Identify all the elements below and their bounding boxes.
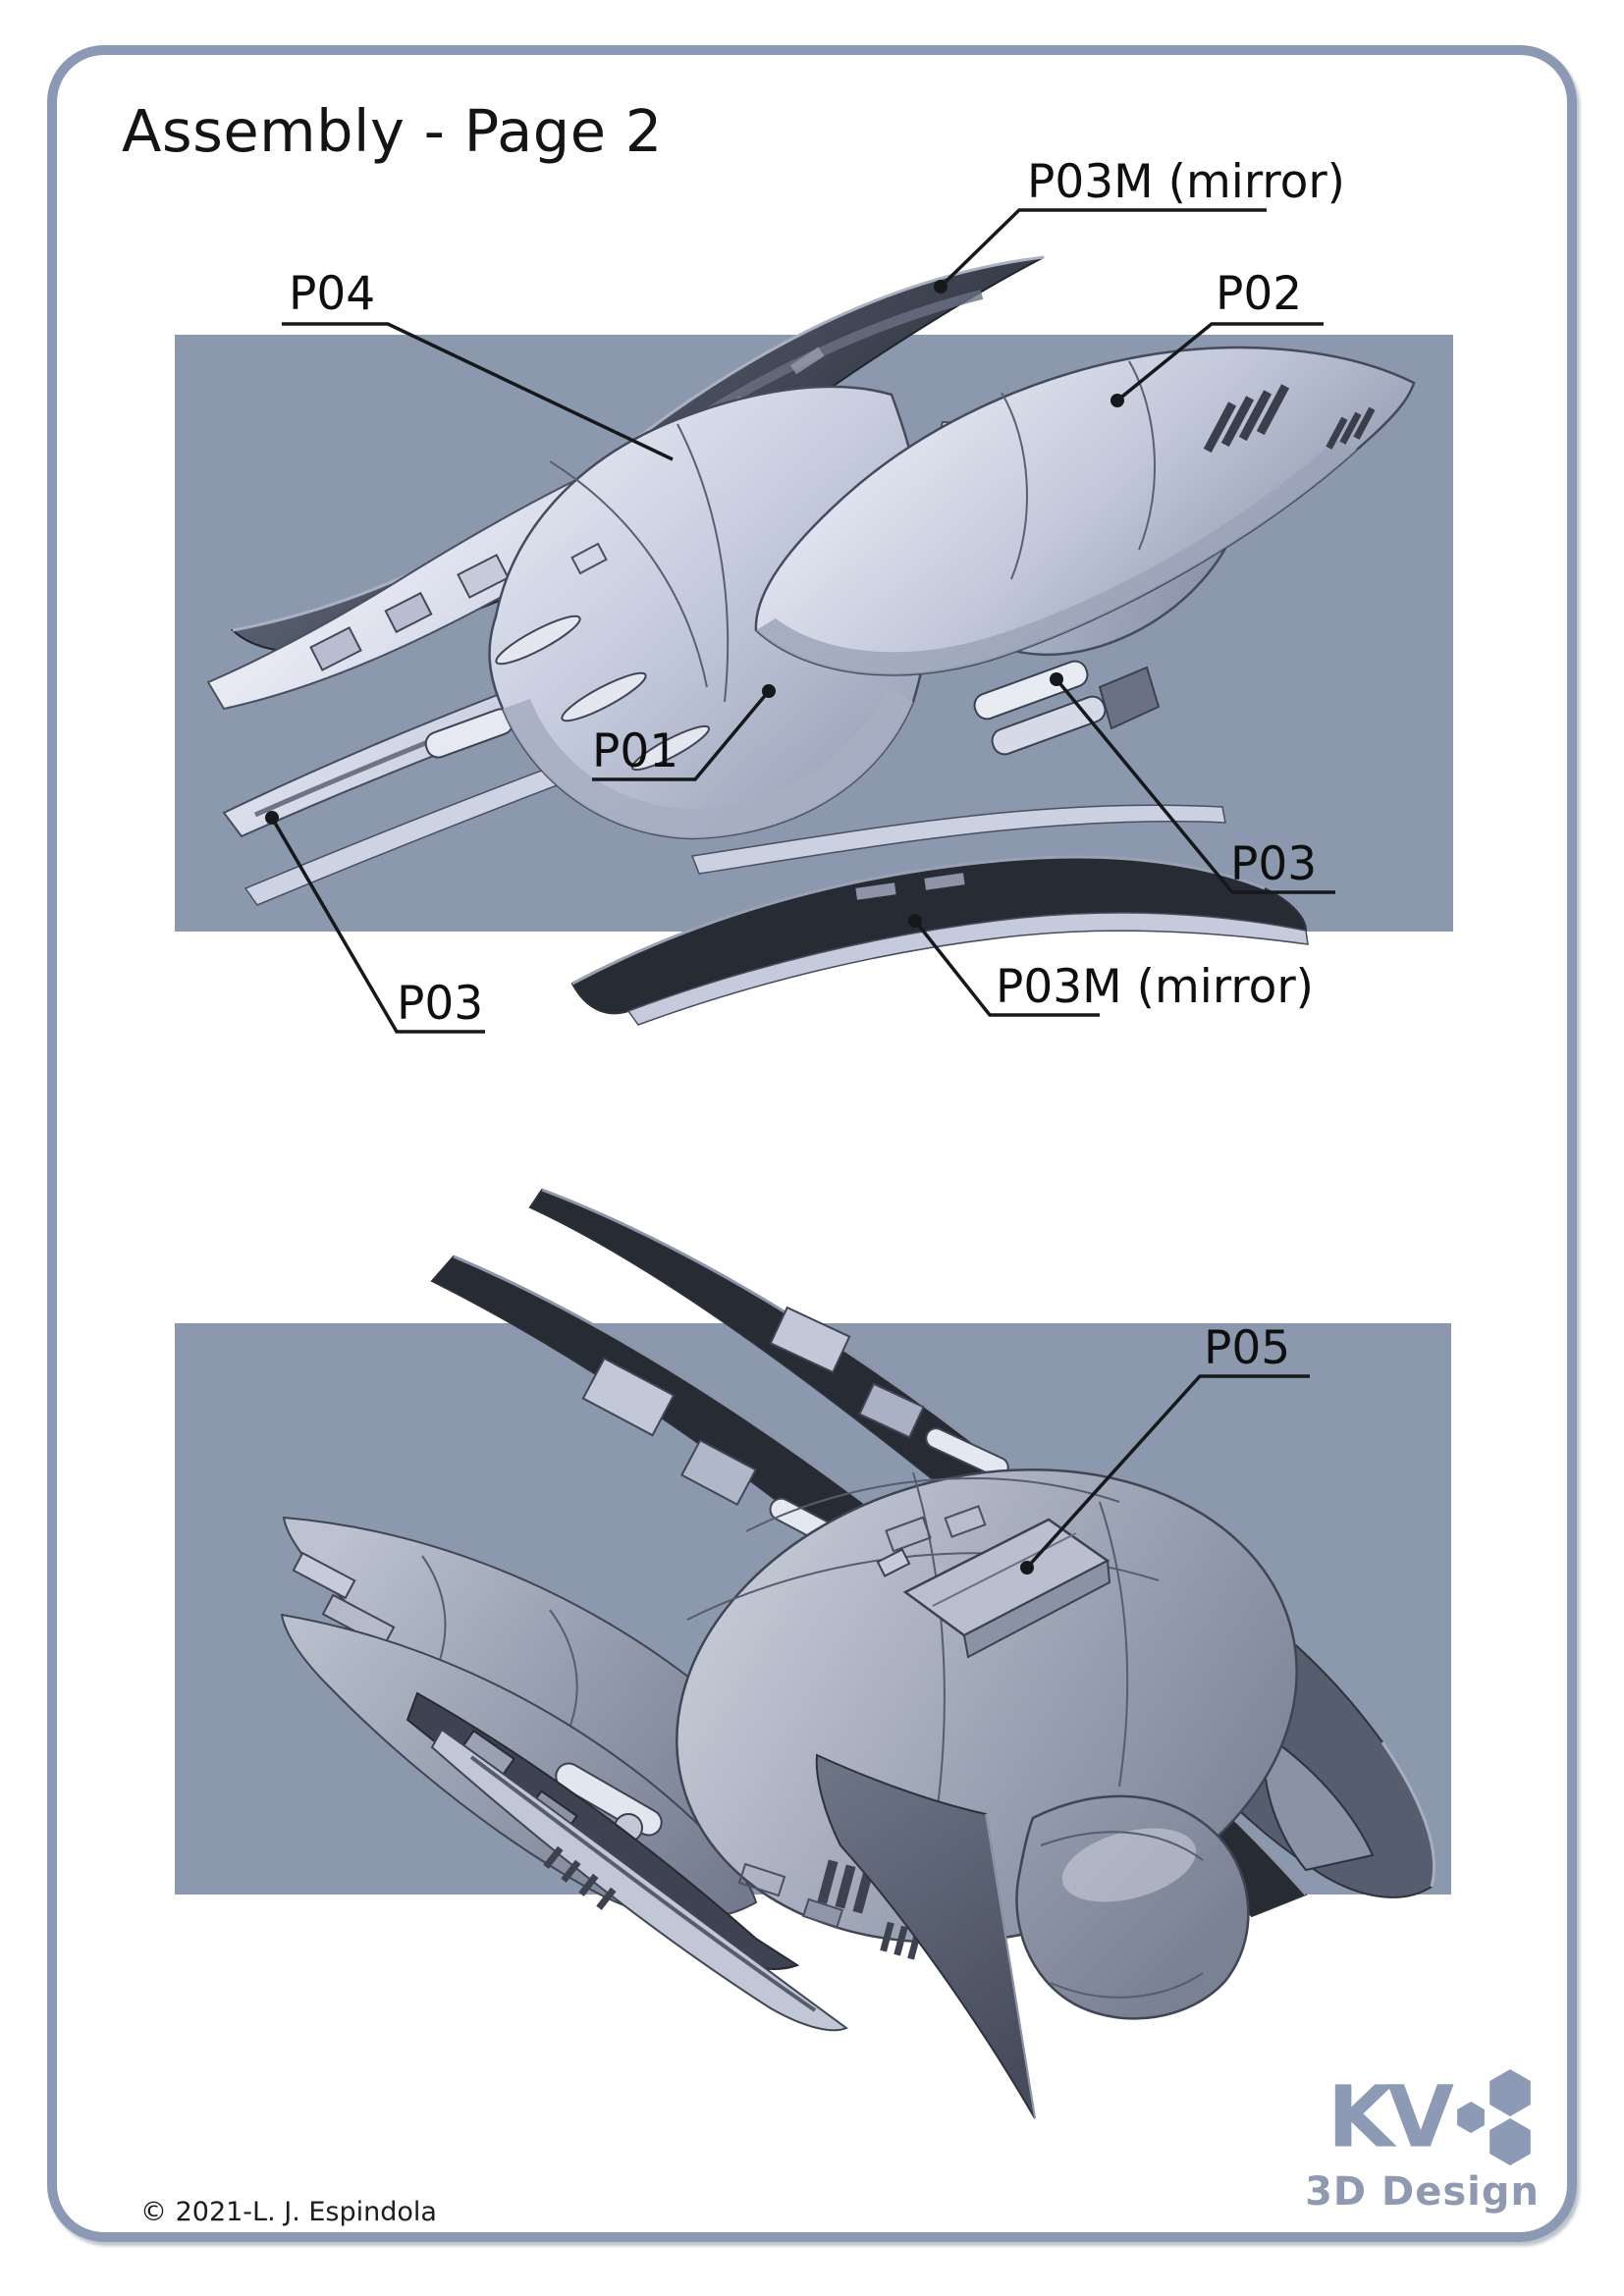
nose-pod <box>1015 1794 1250 2020</box>
callout-label-p03m-top: P03M (mirror) <box>1027 155 1346 209</box>
callout-label-p01: P01 <box>592 724 679 778</box>
leader-line-p03-left <box>270 817 485 1034</box>
greeble-details <box>769 1306 1009 1478</box>
callout-label-p05: P05 <box>1204 1321 1291 1375</box>
keel-sliver <box>690 804 1226 875</box>
logo-hexagons-icon <box>1457 2069 1531 2165</box>
greeble-details <box>855 873 965 900</box>
leader-dot <box>908 914 922 928</box>
leader-line-p05 <box>1025 1374 1310 1570</box>
leader-dot <box>1020 1561 1034 1575</box>
logo-subtitle: 3D Design <box>1305 2169 1540 2215</box>
callout-leader-dots <box>265 280 1124 1575</box>
plate-p05 <box>876 1518 1111 1659</box>
leader-dot <box>1110 394 1124 407</box>
exploded-ship-illustration <box>206 255 1416 1026</box>
leader-dot <box>762 684 776 698</box>
hull-vent-slats <box>817 1859 922 1960</box>
logo-kv-text: KV <box>1326 2067 1454 2167</box>
page-border <box>47 45 1577 2242</box>
brand-logo: KV 3D Design <box>1298 2067 1540 2215</box>
nacelle-vent-slats <box>1203 384 1376 454</box>
callout-leader-lines <box>270 208 1335 1570</box>
greeble-details <box>543 1845 617 1910</box>
page-title: Assembly - Page 2 <box>122 97 663 165</box>
copyright-notice: © 2021-L. J. Espindola <box>140 2197 437 2227</box>
hull-hatches <box>737 1505 987 1929</box>
right-nacelle-p03 <box>754 346 1416 756</box>
leader-line-p02 <box>1115 322 1324 402</box>
leader-line-p03m-top <box>939 208 1267 289</box>
leader-line-p03-right <box>1055 677 1335 894</box>
leader-dot <box>1050 672 1063 686</box>
tail-blade <box>430 1728 849 2032</box>
callout-label-p03-right: P03 <box>1230 837 1318 891</box>
hull-vents <box>495 614 711 772</box>
lower-dark-blade <box>570 855 1309 1026</box>
callout-label-p02: P02 <box>1216 267 1303 321</box>
leader-line-p01 <box>592 689 771 781</box>
leader-dot <box>265 811 279 825</box>
leader-dot <box>934 280 947 294</box>
callout-label-p03m-bottom: P03M (mirror) <box>996 960 1315 1014</box>
leader-line-p04 <box>282 322 674 461</box>
assembled-ship-illustration <box>280 1188 1436 2119</box>
callout-label-p03-left: P03 <box>397 977 484 1031</box>
leader-line-p03m-bottom <box>913 919 1100 1017</box>
callout-label-p04: P04 <box>289 267 376 321</box>
ventral-fin <box>815 1753 1036 2119</box>
